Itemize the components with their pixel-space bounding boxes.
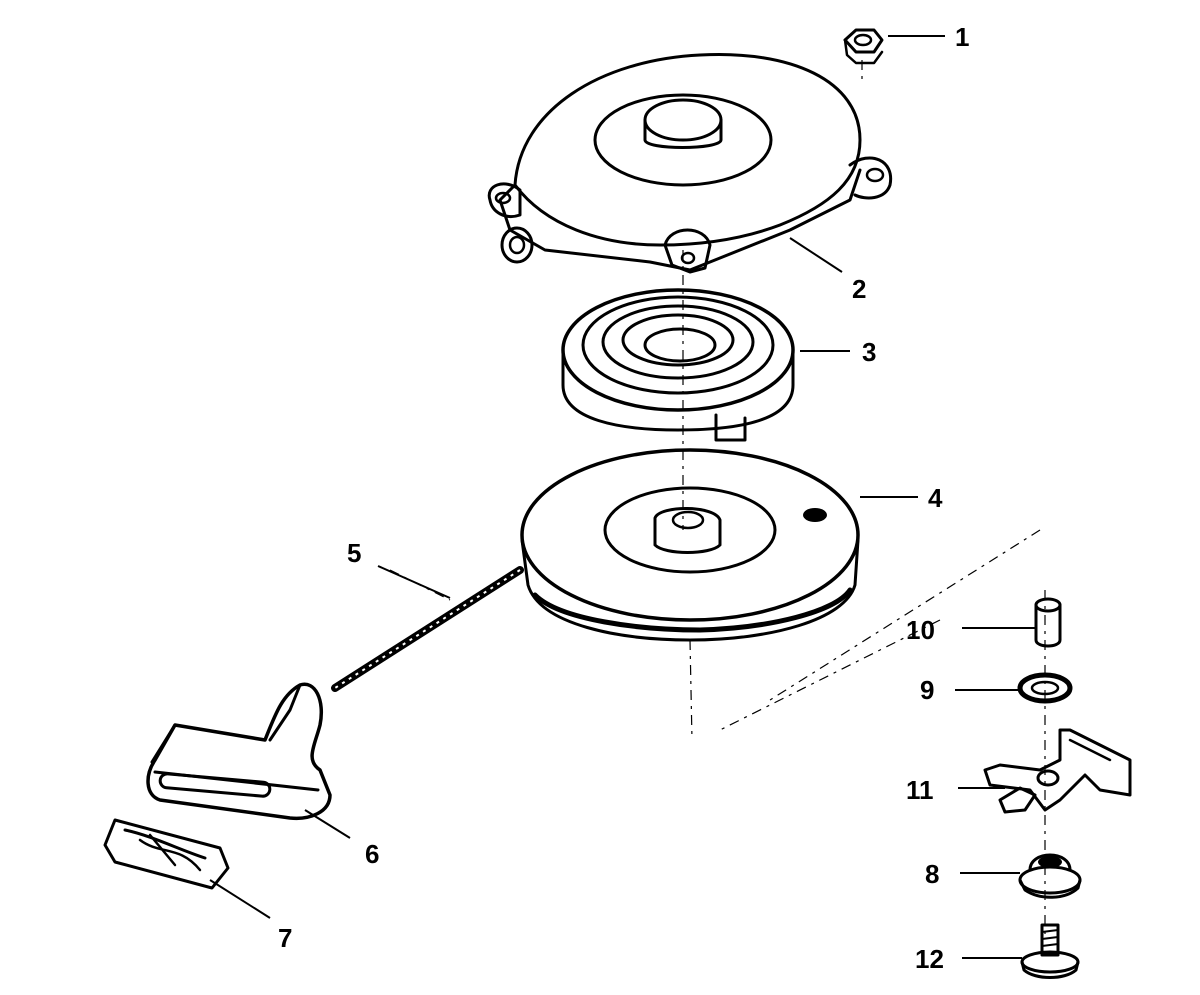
screw-icon (1020, 923, 1080, 979)
starter-rope-icon (331, 566, 524, 692)
callout-11: 11 (906, 775, 934, 805)
callout-labels: 1 2 3 4 5 6 7 8 9 10 11 12 (278, 22, 969, 974)
callout-9: 9 (920, 675, 934, 705)
leader-lines (209, 35, 1035, 959)
callout-7: 7 (278, 923, 292, 953)
callout-2: 2 (852, 274, 866, 304)
callout-3: 3 (862, 337, 876, 367)
spacer-icon (1034, 597, 1062, 648)
recoil-spring-icon (561, 288, 795, 442)
washer-icon (1017, 672, 1073, 704)
callout-5: 5 (347, 538, 361, 568)
callout-1: 1 (955, 22, 969, 52)
handle-insert-icon (103, 818, 230, 890)
callout-6: 6 (365, 839, 379, 869)
starter-housing-icon (487, 52, 893, 274)
rope-handle-icon (146, 682, 332, 821)
pawl-plate-icon (983, 728, 1132, 814)
rope-pulley-icon (520, 448, 860, 642)
hex-nut-icon (843, 28, 884, 65)
bushing-icon (1018, 853, 1082, 899)
callout-12: 12 (915, 944, 944, 974)
callout-8: 8 (925, 859, 939, 889)
callout-4: 4 (928, 483, 943, 513)
callout-10: 10 (906, 615, 935, 645)
